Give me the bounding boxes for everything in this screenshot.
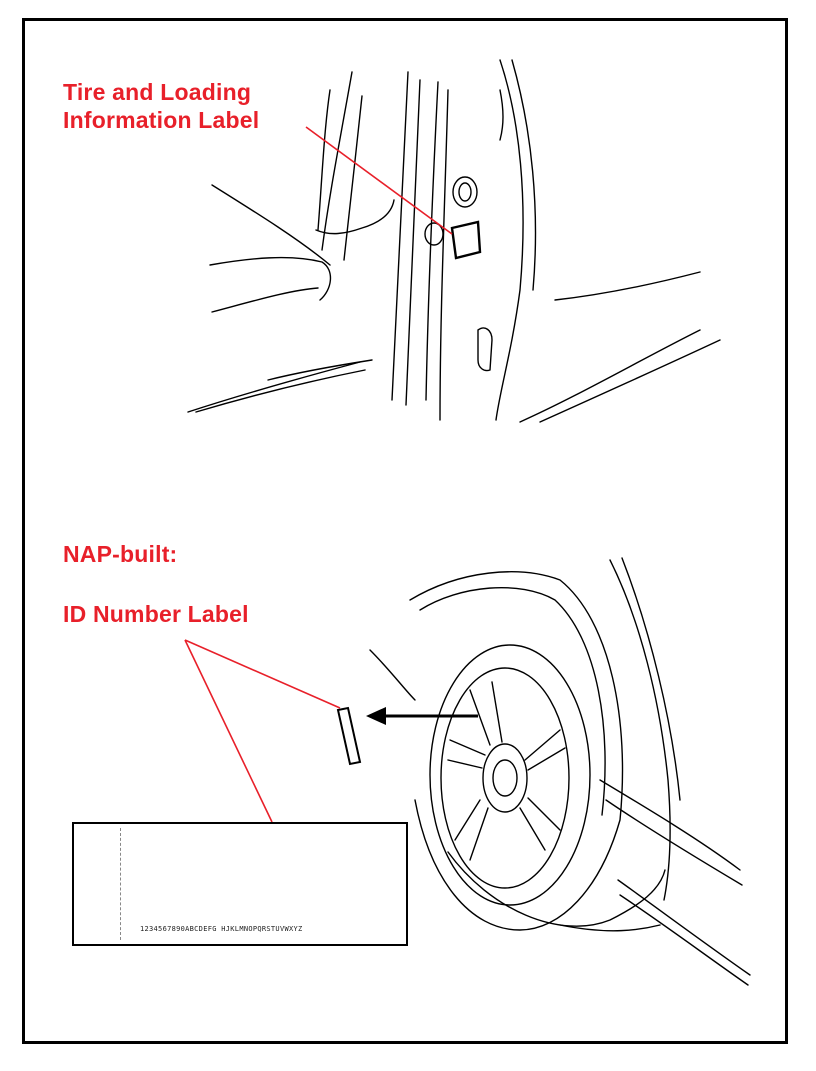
id-label-leader-upper [184,639,341,709]
tire-label-line1: Tire and Loading [63,79,252,105]
tire-label-leader [305,126,453,235]
barcode-digits: 1234567890ABCDEFG HJKLMNOPQRSTUVWXYZ [140,925,303,933]
id-number-label-card: 1234567890ABCDEFG HJKLMNOPQRSTUVWXYZ [72,822,408,946]
wheel-drawing [336,557,751,986]
arrow-to-id-label [366,707,478,725]
tire-label-line2: Information Label [63,107,260,133]
id-number-label-caption: ID Number Label [63,601,249,627]
door-jamb-drawing [187,59,721,423]
perforation-line [120,828,121,940]
id-label-leader-lower [184,639,273,823]
nap-built-heading: NAP-built: [63,541,178,567]
